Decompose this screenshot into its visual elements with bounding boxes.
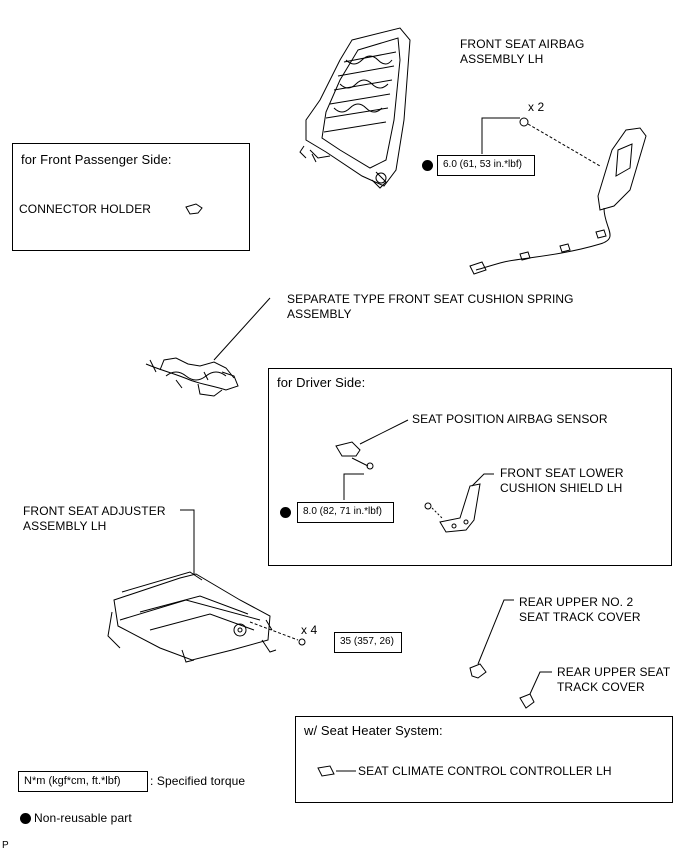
cushion-spring-drawing (145, 357, 239, 397)
rear-upper-no2-cover-drawing (469, 663, 487, 679)
airbag-nut-quantity: x 2 (528, 100, 545, 114)
front-passenger-side-box: for Front Passenger Side: CONNECTOR HOLD… (12, 143, 250, 251)
driver-side-box: for Driver Side: SEAT POSITION AIRBAG SE… (268, 368, 672, 566)
seat-climate-controller-label: SEAT CLIMATE CONTROL CONTROLLER LH (358, 764, 612, 778)
legend-nonreusable-marker (20, 813, 31, 824)
cushion-spring-label: SEPARATE TYPE FRONT SEAT CUSHION SPRING … (287, 292, 574, 321)
rear-upper-cover-drawing (519, 693, 535, 709)
adjuster-assembly-label: FRONT SEAT ADJUSTER ASSEMBLY LH (23, 504, 166, 533)
nonreusable-marker (280, 507, 291, 518)
cushion-shield-label: FRONT SEAT LOWER CUSHION SHIELD LH (500, 466, 624, 495)
seatback-frame-drawing (299, 27, 411, 189)
passenger-box-title: for Front Passenger Side: (21, 152, 172, 167)
rear-upper-cover-label: REAR UPPER SEAT TRACK COVER (557, 665, 671, 694)
heater-box-title: w/ Seat Heater System: (304, 723, 443, 738)
driver-box-title: for Driver Side: (277, 375, 366, 390)
legend-torque-sample: N*m (kgf*cm, ft.*lbf) (18, 771, 148, 792)
nonreusable-marker (422, 160, 433, 171)
seat-position-sensor-drawing (335, 441, 374, 470)
connector-holder-drawing (185, 203, 203, 215)
seat-heater-system-box: w/ Seat Heater System: SEAT CLIMATE CONT… (295, 716, 673, 803)
seat-adjuster-drawing (107, 571, 306, 663)
seat-climate-controller-drawing (317, 765, 335, 777)
airbag-assembly-drawing (469, 117, 647, 275)
legend-nonreusable-description: Non-reusable part (34, 811, 132, 825)
airbag-assembly-label: FRONT SEAT AIRBAG ASSEMBLY LH (460, 37, 585, 66)
legend-torque-description: : Specified torque (150, 774, 246, 788)
sensor-bolt-torque: 8.0 (82, 71 in.*lbf) (297, 502, 394, 523)
cushion-shield-drawing (424, 483, 481, 533)
adjuster-bolt-quantity: x 4 (301, 623, 318, 637)
airbag-nut-torque: 6.0 (61, 53 in.*lbf) (437, 155, 535, 176)
rear-upper-no2-cover-label: REAR UPPER NO. 2 SEAT TRACK COVER (519, 595, 641, 624)
adjuster-bolt-torque: 35 (357, 26) (334, 632, 402, 653)
connector-holder-label: CONNECTOR HOLDER (19, 202, 152, 216)
seat-position-sensor-label: SEAT POSITION AIRBAG SENSOR (412, 412, 608, 426)
figure-code: P (2, 840, 9, 851)
